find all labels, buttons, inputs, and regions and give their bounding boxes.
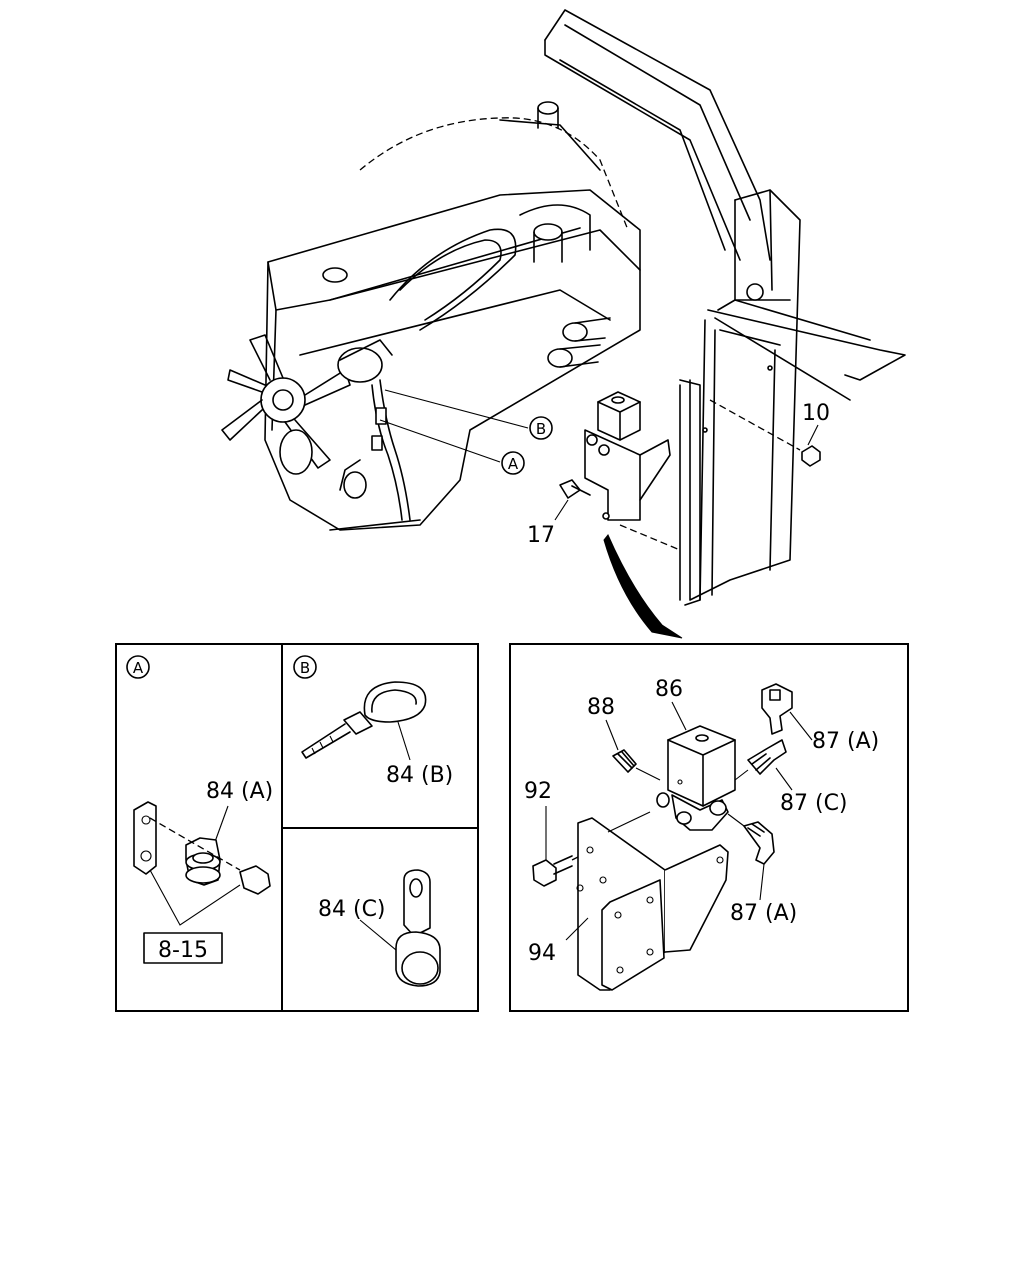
- detail-a-title: A: [133, 659, 144, 677]
- detail-a: A 84 (A) 8-15: [126, 655, 273, 964]
- part-87c-label: 87 (C): [780, 791, 848, 816]
- detail-valve: 86 88 87 (A) 87 (C) 87: [524, 677, 879, 991]
- part-84a-label: 84 (A): [206, 779, 273, 804]
- detail-b: B 84 (B): [293, 655, 453, 788]
- part-84c-label: 84 (C): [318, 897, 386, 922]
- part-87a-bottom-label: 87 (A): [730, 901, 797, 926]
- detail-b-title: B: [300, 659, 310, 677]
- part-88-label: 88: [587, 695, 615, 720]
- cable-tie-icon: [301, 681, 427, 759]
- detail-panel-left: [115, 643, 479, 1012]
- fan-icon: [221, 334, 351, 469]
- bolt-17-icon: [559, 479, 591, 499]
- part-17-label: 17: [527, 523, 555, 548]
- part-92-label: 92: [524, 779, 552, 804]
- part-86-label: 86: [655, 677, 683, 702]
- fitting-88-icon: [612, 749, 661, 781]
- elbow-87a-bottom-icon: [727, 813, 775, 865]
- nut-10-icon: [801, 445, 821, 467]
- detail-panel-right: [509, 643, 909, 1012]
- solenoid-86-icon: [656, 725, 736, 831]
- solenoid-valve-assembly: [554, 391, 821, 551]
- part-84b-label: 84 (B): [386, 763, 453, 788]
- ref-8-15-label: 8-15: [158, 938, 208, 963]
- bolt-icon: [149, 817, 271, 895]
- engine-illustration: [221, 101, 641, 531]
- frame-rail-illustration: [544, 9, 906, 606]
- callout-a-label: A: [508, 455, 519, 473]
- part-87a-top-label: 87 (A): [812, 729, 879, 754]
- detail-c: 84 (C): [318, 869, 441, 987]
- part-10-label: 10: [802, 401, 830, 426]
- p-clamp-icon: [395, 869, 441, 987]
- part-94-label: 94: [528, 941, 556, 966]
- elbow-87a-top-icon: [761, 683, 793, 735]
- callout-a-circle: A: [501, 451, 525, 475]
- elbow-87c-icon: [734, 739, 787, 781]
- bracket-94-icon: [576, 811, 729, 991]
- detail-pointer-arrow: [603, 534, 683, 639]
- callout-b-circle: B: [529, 416, 553, 440]
- callout-b-label: B: [536, 420, 546, 438]
